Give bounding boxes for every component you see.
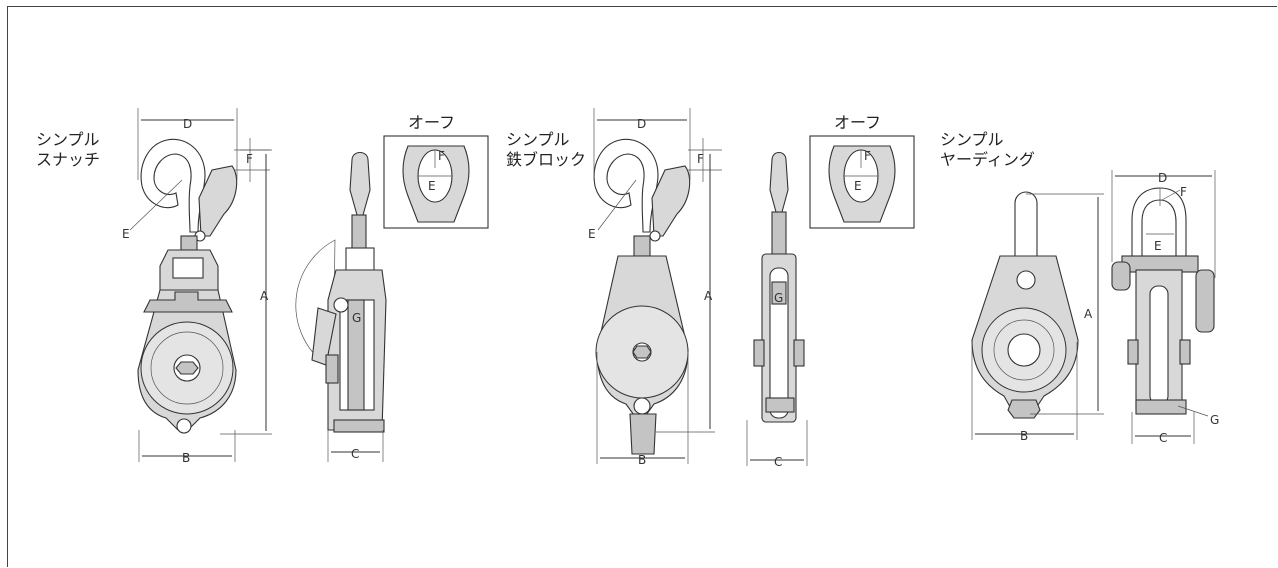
dim-label-b: B xyxy=(182,451,190,465)
product-label-line: シンプル xyxy=(506,130,570,149)
eye-dim-f: F xyxy=(438,149,445,163)
iron-block-side-dimensions: C G xyxy=(746,291,808,469)
dim-label-f: F xyxy=(246,152,253,166)
dim-label-f: F xyxy=(1180,185,1187,199)
dim-label-g: G xyxy=(774,291,783,305)
dim-label-g: G xyxy=(352,311,361,325)
snatch-side-view xyxy=(295,151,387,433)
product-label-iron-block: シンプル 鉄ブロック xyxy=(506,130,586,170)
eye-view-title: オーフ xyxy=(408,113,455,132)
dim-label-b: B xyxy=(1020,429,1028,443)
iron-block-front-dimensions: D F A B E xyxy=(588,108,722,467)
eye-dim-e: E xyxy=(854,179,862,193)
dim-label-g: G xyxy=(1210,413,1219,427)
eye-view-1: オーフ F E xyxy=(383,113,489,229)
snatch-front-dimensions: D F A B E xyxy=(122,108,272,465)
dim-label-d: D xyxy=(183,117,192,131)
product-label-line: シンプル xyxy=(36,130,100,149)
eye-view-title: オーフ xyxy=(834,113,881,132)
iron-block-front-view xyxy=(593,138,691,455)
yarding-front-view xyxy=(971,191,1079,419)
dim-label-a: A xyxy=(1084,307,1093,321)
dim-label-d: D xyxy=(1158,171,1167,185)
eye-dim-e: E xyxy=(428,179,436,193)
dim-label-e: E xyxy=(122,227,130,241)
eye-view-2: オーフ F E xyxy=(809,113,915,229)
yarding-side-view xyxy=(1111,187,1215,415)
product-label-snatch: シンプル スナッチ xyxy=(36,130,100,170)
dim-label-a: A xyxy=(260,289,269,303)
product-label-yarding: シンプル ヤーディング xyxy=(940,130,1035,170)
yarding-side-dimensions: D F E G C xyxy=(1111,170,1219,445)
yarding-front-dimensions: A B xyxy=(971,193,1104,443)
product-label-line: 鉄ブロック xyxy=(506,150,587,169)
product-label-line: スナッチ xyxy=(36,150,101,169)
dim-label-c: C xyxy=(351,447,359,461)
dim-label-e: E xyxy=(1154,239,1162,253)
drawing-frame xyxy=(7,6,1277,567)
dim-label-c: C xyxy=(774,455,782,469)
dim-label-f: F xyxy=(697,152,704,166)
eye-dim-f: F xyxy=(864,149,871,163)
snatch-side-dimensions: C G xyxy=(327,311,384,462)
dim-label-d: D xyxy=(637,117,646,131)
product-label-line: ヤーディング xyxy=(940,150,1035,169)
dim-label-a: A xyxy=(704,289,713,303)
dim-label-e: E xyxy=(588,227,596,241)
iron-block-side-view xyxy=(753,151,805,423)
snatch-front-view xyxy=(137,138,238,434)
product-label-line: シンプル xyxy=(940,130,1004,149)
dim-label-c: C xyxy=(1159,431,1167,445)
dim-label-b: B xyxy=(638,453,646,467)
